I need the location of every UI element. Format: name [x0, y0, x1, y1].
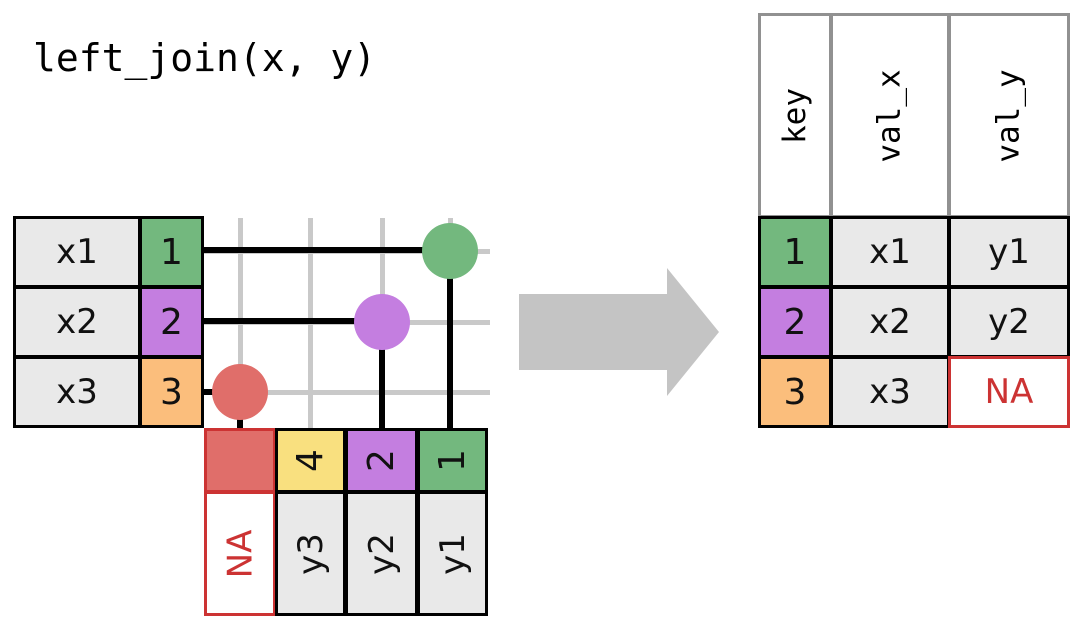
- match-path-h-row1: [200, 247, 452, 253]
- result-cell-key-2: 2: [758, 286, 832, 358]
- left-table-cell-val-1: x1: [13, 216, 141, 288]
- match-path-v-row2: [379, 322, 385, 435]
- result-header-val-y-label: val_y: [990, 68, 1027, 163]
- result-cell-key-3: 3: [758, 356, 832, 428]
- match-path-v-row1: [447, 251, 453, 435]
- result-header-val-x: val_x: [830, 13, 950, 218]
- bottom-table-val-y1-label: y1: [432, 532, 473, 575]
- bottom-table-val-na-label: NA: [219, 529, 260, 578]
- left-table-cell-key-2: 2: [139, 286, 204, 358]
- match-dot-row1-green: [422, 223, 478, 279]
- result-header-key: key: [758, 13, 832, 218]
- bottom-table-val-y3-label: y3: [290, 532, 331, 575]
- result-cell-val-y-3-na: NA: [948, 356, 1070, 428]
- bottom-table-val-y2-label: y2: [361, 532, 402, 575]
- result-cell-key-1: 1: [758, 216, 832, 288]
- result-cell-val-y-2: y2: [948, 286, 1070, 358]
- bottom-table-cell-val-y3: y3: [275, 491, 346, 616]
- bottom-table-key-4-label: 4: [290, 449, 331, 472]
- match-dot-row3-red: [212, 364, 268, 420]
- result-header-key-label: key: [777, 87, 813, 144]
- bottom-table-cell-val-y1: y1: [417, 491, 488, 616]
- bottom-table-key-1-label: 1: [432, 449, 473, 472]
- match-dot-row2-purple: [354, 294, 410, 350]
- left-table-cell-key-1: 1: [139, 216, 204, 288]
- result-cell-val-x-3: x3: [830, 356, 950, 428]
- guide-line-v-col-na: [238, 218, 243, 433]
- left-table-cell-val-2: x2: [13, 286, 141, 358]
- bottom-table-cell-key-1: 1: [417, 428, 488, 493]
- page-title: left_join(x, y): [33, 36, 377, 80]
- bottom-table-cell-key-4: 4: [275, 428, 346, 493]
- bottom-table-cell-key-2: 2: [345, 428, 418, 493]
- guide-line-v-col-y3: [308, 218, 313, 433]
- result-header-val-y: val_y: [948, 13, 1070, 218]
- result-cell-val-x-2: x2: [830, 286, 950, 358]
- result-header-val-x-label: val_x: [871, 68, 908, 163]
- result-cell-val-y-1: y1: [948, 216, 1070, 288]
- bottom-table-cell-key-na: [204, 428, 276, 493]
- left-table-cell-key-3: 3: [139, 356, 204, 428]
- bottom-table-cell-val-na: NA: [204, 491, 276, 616]
- left-table-cell-val-3: x3: [13, 356, 141, 428]
- bottom-table-key-2-label: 2: [361, 449, 402, 472]
- result-cell-val-x-1: x1: [830, 216, 950, 288]
- bottom-table-cell-val-y2: y2: [345, 491, 418, 616]
- match-path-h-row2: [200, 318, 384, 324]
- transform-arrow: [519, 268, 719, 396]
- guide-line-h-row3: [200, 390, 490, 395]
